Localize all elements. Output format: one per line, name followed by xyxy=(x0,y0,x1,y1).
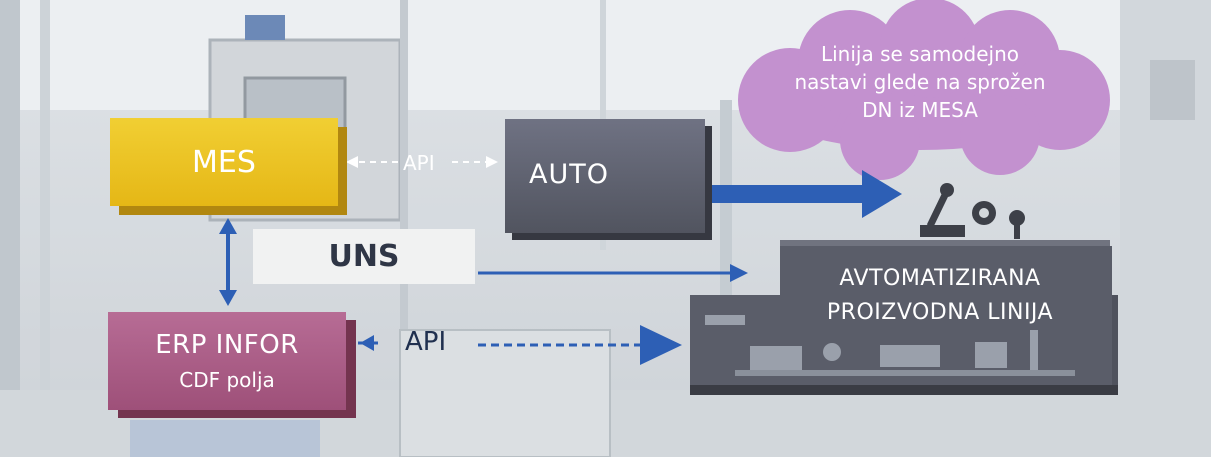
production-line-text: PROIZVODNA LINIJA xyxy=(826,300,1054,325)
api-bottom-label: API xyxy=(405,327,447,357)
cloud-line: DN iz MESA xyxy=(862,98,978,122)
production-line-title: AVTOMATIZIRANA PROIZVODNA LINIJA xyxy=(790,262,1090,330)
uns-label: UNS xyxy=(328,239,400,274)
robot-gears-icon xyxy=(920,183,1025,239)
mes-label: MES xyxy=(192,144,256,180)
erp-subtitle: CDF polja xyxy=(179,368,275,392)
erp-title: ERP INFOR xyxy=(155,330,299,360)
production-line-text: AVTOMATIZIRANA xyxy=(839,266,1041,291)
erp-box: ERP INFOR CDF polja xyxy=(108,312,346,410)
cloud-text: Linija se samodejno nastavi glede na spr… xyxy=(770,40,1070,124)
auto-label: AUTO xyxy=(529,159,609,190)
cloud-shape xyxy=(738,0,1110,180)
production-line-panel xyxy=(690,240,1118,395)
api-top-label: API xyxy=(403,151,435,175)
cloud-line: nastavi glede na sprožen xyxy=(794,70,1046,94)
auto-box: AUTO xyxy=(505,119,705,233)
cloud-line: Linija se samodejno xyxy=(820,42,1020,66)
uns-box: UNS xyxy=(253,229,475,284)
mes-box: MES xyxy=(110,118,338,206)
connectors xyxy=(219,156,902,365)
